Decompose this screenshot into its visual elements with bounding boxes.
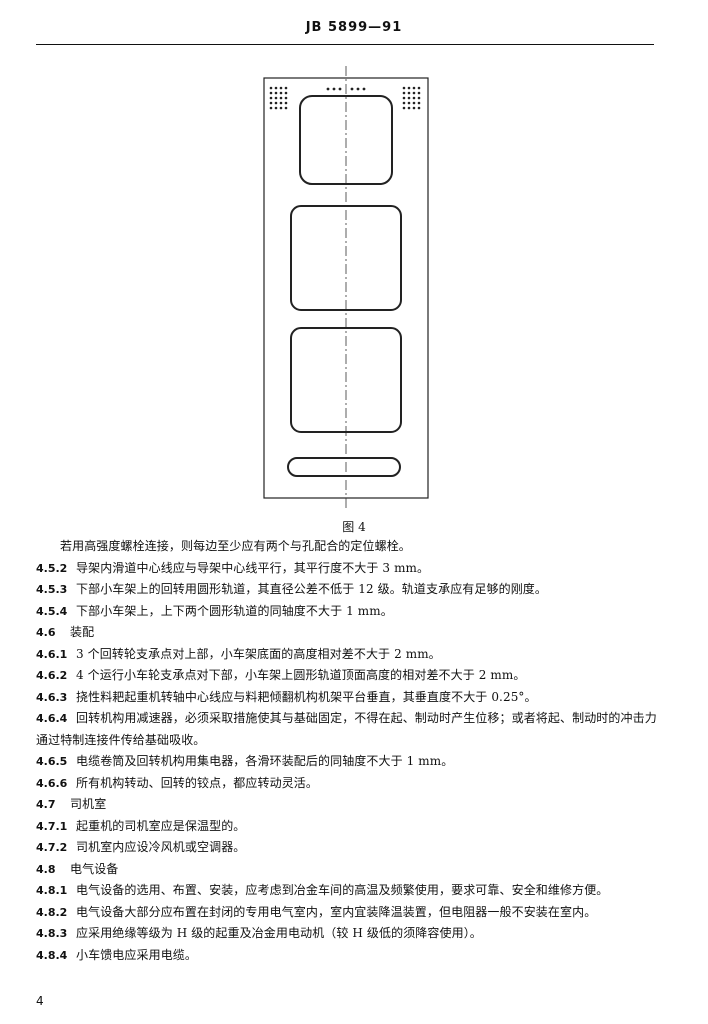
clause-number: 4.6.6	[36, 776, 68, 790]
clause-text: 下部小车架上的回转用圆形轨道，其直径公差不低于 12 级。轨道支承应有足够的刚度…	[76, 582, 548, 596]
clause-number: 4.5.4	[36, 604, 68, 618]
bolt-holes-top-center	[326, 87, 366, 91]
clause-4-5-3: 4.5.3 下部小车架上的回转用圆形轨道，其直径公差不低于 12 级。轨道支承应有…	[36, 579, 660, 601]
clause-4-6-2: 4.6.2 4 个运行小车轮支承点对下部，小车架上圆形轨道顶面高度的相对差不大于 …	[36, 665, 660, 687]
clause-text: 电气设备的选用、布置、安装，应考虑到冶金车间的高温及频繁使用，要求可靠、安全和维…	[76, 883, 609, 897]
clause-text: 导架内滑道中心线应与导架中心线平行，其平行度不大于 3 mm。	[76, 560, 430, 575]
clause-4-7-1: 4.7.1 起重机的司机室应是保温型的。	[36, 816, 660, 838]
clause-number: 4.5.3	[36, 583, 68, 596]
window-opening-3	[290, 327, 402, 433]
clause-number: 4.6.2	[36, 669, 68, 682]
clause-text: 电缆卷筒及回转机构用集电器，各滑环装配后的同轴度不大于 1 mm。	[76, 754, 454, 768]
clause-text: 下部小车架上，上下两个圆形轨道的同轴度不大于 1 mm。	[76, 603, 393, 618]
paragraph-text: 若用高强度螺栓连接，则每边至少应有两个与孔配合的定位螺栓。	[60, 539, 411, 553]
clause-4-5-4: 4.5.4 下部小车架上，上下两个圆形轨道的同轴度不大于 1 mm。	[36, 601, 660, 623]
clause-number: 4.8.2	[36, 905, 68, 919]
clause-4-6-6: 4.6.6 所有机构转动、回转的铰点，都应转动灵活。	[36, 773, 660, 795]
clause-text: 所有机构转动、回转的铰点，都应转动灵活。	[76, 775, 319, 790]
page-number: 4	[36, 994, 44, 1008]
clause-number: 4.8.3	[36, 927, 68, 940]
clause-text: 回转机构用减速器，必须采取措施使其与基础固定，不得在起、制动时产生位移；或者将起…	[36, 711, 657, 747]
clause-number: 4.6.3	[36, 690, 68, 704]
section-4-6: 4.6 装配	[36, 622, 660, 644]
clause-4-7-2: 4.7.2 司机室内应设冷风机或空调器。	[36, 837, 660, 859]
body-text: 若用高强度螺栓连接，则每边至少应有两个与孔配合的定位螺栓。 4.5.2 导架内滑道…	[36, 536, 660, 966]
clause-number: 4.5.2	[36, 561, 68, 575]
paragraph-continuation: 若用高强度螺栓连接，则每边至少应有两个与孔配合的定位螺栓。	[36, 536, 660, 558]
clause-text: 应采用绝缘等级为 H 级的起重及冶金用电动机（较 H 级低的须降容使用）。	[76, 926, 482, 940]
section-4-7: 4.7 司机室	[36, 794, 660, 816]
section-title: 司机室	[70, 797, 107, 811]
section-title: 装配	[70, 625, 95, 639]
window-opening-1	[299, 95, 393, 185]
clause-4-6-3: 4.6.3 挠性料耙起重机转轴中心线应与料耙倾翻机构机架平台垂直，其垂直度不大于 …	[36, 687, 660, 709]
clause-4-8-1: 4.8.1 电气设备的选用、布置、安装，应考虑到冶金车间的高温及频繁使用，要求可靠…	[36, 880, 660, 902]
clause-text: 挠性料耙起重机转轴中心线应与料耙倾翻机构机架平台垂直，其垂直度不大于 0.25°…	[76, 689, 537, 704]
clause-number: 4.7.2	[36, 841, 68, 854]
clause-4-8-4: 4.8.4 小车馈电应采用电缆。	[36, 945, 660, 967]
document-header: JB 5899—91	[305, 20, 403, 35]
clause-number: 4.6.1	[36, 647, 68, 661]
clause-number: 4.7.1	[36, 819, 68, 833]
figure-4-drawing	[263, 66, 429, 510]
section-number: 4.8	[36, 862, 56, 876]
clause-text: 起重机的司机室应是保温型的。	[76, 818, 246, 833]
header-rule	[36, 44, 654, 45]
clause-number: 4.8.4	[36, 948, 68, 962]
section-number: 4.6	[36, 626, 56, 639]
clause-4-8-3: 4.8.3 应采用绝缘等级为 H 级的起重及冶金用电动机（较 H 级低的须降容使用…	[36, 923, 660, 945]
section-number: 4.7	[36, 798, 56, 811]
clause-text: 小车馈电应采用电缆。	[76, 947, 198, 962]
clause-4-6-5: 4.6.5 电缆卷筒及回转机构用集电器，各滑环装配后的同轴度不大于 1 mm。	[36, 751, 660, 773]
clause-text: 3 个回转轮支承点对上部，小车架底面的高度相对差不大于 2 mm。	[76, 646, 441, 661]
bolt-holes-right	[402, 86, 421, 110]
window-opening-2	[290, 205, 402, 311]
clause-text: 电气设备大部分应布置在封闭的专用电气室内，室内宜装降温装置，但电阻器一般不安装在…	[76, 904, 597, 919]
clause-4-8-2: 4.8.2 电气设备大部分应布置在封闭的专用电气室内，室内宜装降温装置，但电阻器一…	[36, 902, 660, 924]
clause-text: 4 个运行小车轮支承点对下部，小车架上圆形轨道顶面高度的相对差不大于 2 mm。	[76, 668, 526, 682]
clause-number: 4.8.1	[36, 884, 68, 897]
slot-opening	[287, 457, 401, 477]
clause-text: 司机室内应设冷风机或空调器。	[76, 840, 246, 854]
clause-4-5-2: 4.5.2 导架内滑道中心线应与导架中心线平行，其平行度不大于 3 mm。	[36, 558, 660, 580]
figure-caption: 图 4	[342, 520, 366, 534]
bolt-holes-left	[269, 86, 288, 110]
clause-4-6-1: 4.6.1 3 个回转轮支承点对上部，小车架底面的高度相对差不大于 2 mm。	[36, 644, 660, 666]
section-4-8: 4.8 电气设备	[36, 859, 660, 881]
clause-number: 4.6.4	[36, 712, 68, 725]
clause-number: 4.6.5	[36, 755, 68, 768]
section-title: 电气设备	[70, 861, 119, 876]
